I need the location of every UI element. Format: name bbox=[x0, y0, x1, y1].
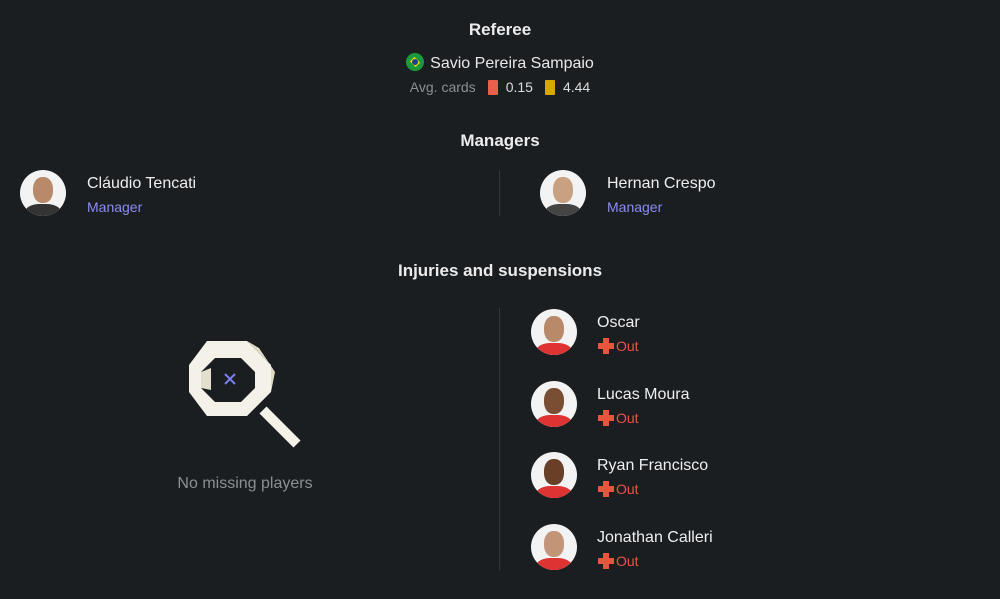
magnifier-empty-icon bbox=[189, 341, 301, 448]
injury-cross-icon bbox=[598, 553, 614, 569]
injury-cross-icon bbox=[598, 338, 614, 354]
referee-heading: Referee bbox=[468, 20, 532, 39]
brazil-flag-icon bbox=[406, 53, 425, 71]
player-avatar[interactable] bbox=[531, 452, 577, 498]
player-status: Out bbox=[598, 338, 639, 354]
player-name[interactable]: Oscar bbox=[597, 314, 640, 331]
status-label: Out bbox=[616, 481, 639, 497]
player-name[interactable]: Ryan Francisco bbox=[597, 457, 709, 474]
away-manager-role: Manager bbox=[607, 199, 663, 215]
player-avatar[interactable] bbox=[531, 524, 577, 570]
injuries-divider bbox=[499, 308, 500, 570]
player-status: Out bbox=[598, 481, 639, 497]
player-name[interactable]: Jonathan Calleri bbox=[597, 529, 713, 546]
avg-cards-label: Avg. cards bbox=[409, 79, 476, 95]
injury-cross-icon bbox=[598, 410, 614, 426]
injury-cross-icon bbox=[598, 481, 614, 497]
home-manager-avatar[interactable] bbox=[20, 170, 66, 216]
managers-heading: Managers bbox=[460, 131, 540, 150]
away-manager-name[interactable]: Hernan Crespo bbox=[607, 175, 716, 192]
avg-cards: Avg. cards 0.15 4.44 bbox=[0, 79, 1000, 95]
red-card-avg: 0.15 bbox=[505, 79, 533, 95]
yellow-card-icon bbox=[544, 80, 555, 95]
player-status: Out bbox=[598, 410, 639, 426]
home-manager-role: Manager bbox=[87, 199, 143, 215]
player-avatar[interactable] bbox=[531, 309, 577, 355]
player-status: Out bbox=[598, 553, 639, 569]
player-avatar[interactable] bbox=[531, 381, 577, 427]
injuries-heading: Injuries and suspensions bbox=[397, 261, 603, 280]
home-manager-name[interactable]: Cláudio Tencati bbox=[87, 175, 197, 192]
player-name[interactable]: Lucas Moura bbox=[597, 386, 690, 403]
referee-name-row: Savio Pereira Sampaio bbox=[0, 53, 1000, 73]
referee-name[interactable]: Savio Pereira Sampaio bbox=[430, 55, 594, 72]
status-label: Out bbox=[616, 410, 639, 426]
no-missing-players: No missing players bbox=[177, 475, 313, 492]
status-label: Out bbox=[616, 553, 639, 569]
status-label: Out bbox=[616, 338, 639, 354]
managers-divider bbox=[499, 170, 500, 216]
away-manager-avatar[interactable] bbox=[540, 170, 586, 216]
red-card-icon bbox=[487, 80, 498, 95]
yellow-card-avg: 4.44 bbox=[562, 79, 591, 95]
